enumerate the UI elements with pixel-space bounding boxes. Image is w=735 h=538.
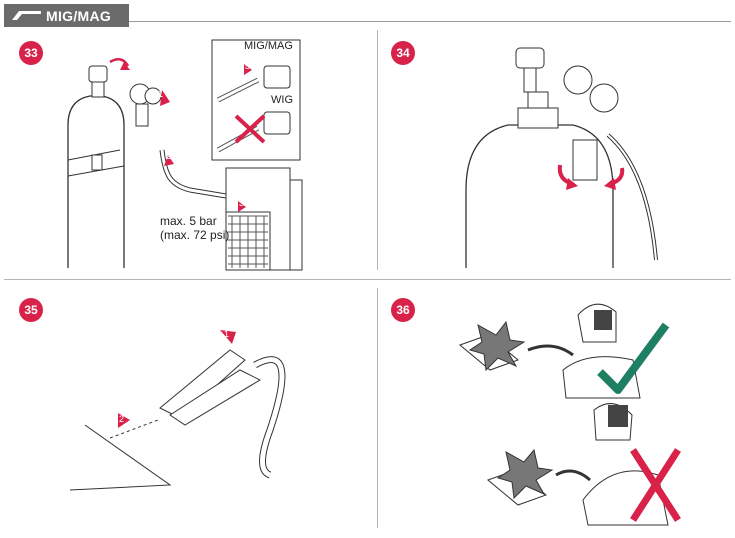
gas-connection-illustration — [67, 39, 303, 271]
clamp-callout-1: 1 — [224, 329, 230, 339]
callout-5: 5 — [245, 61, 251, 71]
clamp-callout-2: 2 — [119, 414, 125, 424]
step-badge-34: 34 — [391, 41, 415, 65]
welding-helmet-illustration — [459, 303, 681, 526]
inset-label-mig-mag: MIG/MAG — [244, 40, 293, 52]
panel-step-33: 4 1 2 3 5 MIG/MAG WIG max. 5 bar (max. 7… — [0, 0, 377, 279]
divider-vertical-bottom — [377, 288, 378, 528]
step-badge-33: 33 — [19, 41, 43, 65]
section-header: MIG/MAG — [4, 4, 129, 27]
panel-step-36 — [378, 280, 735, 533]
callout-2: 2 — [166, 151, 172, 161]
divider-horizontal — [4, 279, 731, 280]
callout-3: 3 — [239, 198, 245, 208]
callout-1: 1 — [158, 89, 164, 99]
ground-clamp-illustration — [69, 330, 286, 491]
regulator-illustration — [465, 47, 658, 268]
pressure-limit-psi: (max. 72 psi) — [160, 228, 230, 242]
inset-label-wig: WIG — [271, 94, 293, 106]
pressure-limit-bar: max. 5 bar — [160, 214, 217, 228]
step-badge-35: 35 — [19, 298, 43, 322]
callout-4: 4 — [115, 45, 121, 55]
panel-step-35: 1 2 — [0, 280, 377, 533]
step-badge-36: 36 — [391, 298, 415, 322]
divider-vertical-top — [377, 30, 378, 270]
torch-logo-icon — [12, 11, 41, 20]
panel-step-34 — [378, 0, 735, 279]
section-title: MIG/MAG — [46, 8, 112, 24]
header-rule — [129, 21, 731, 22]
